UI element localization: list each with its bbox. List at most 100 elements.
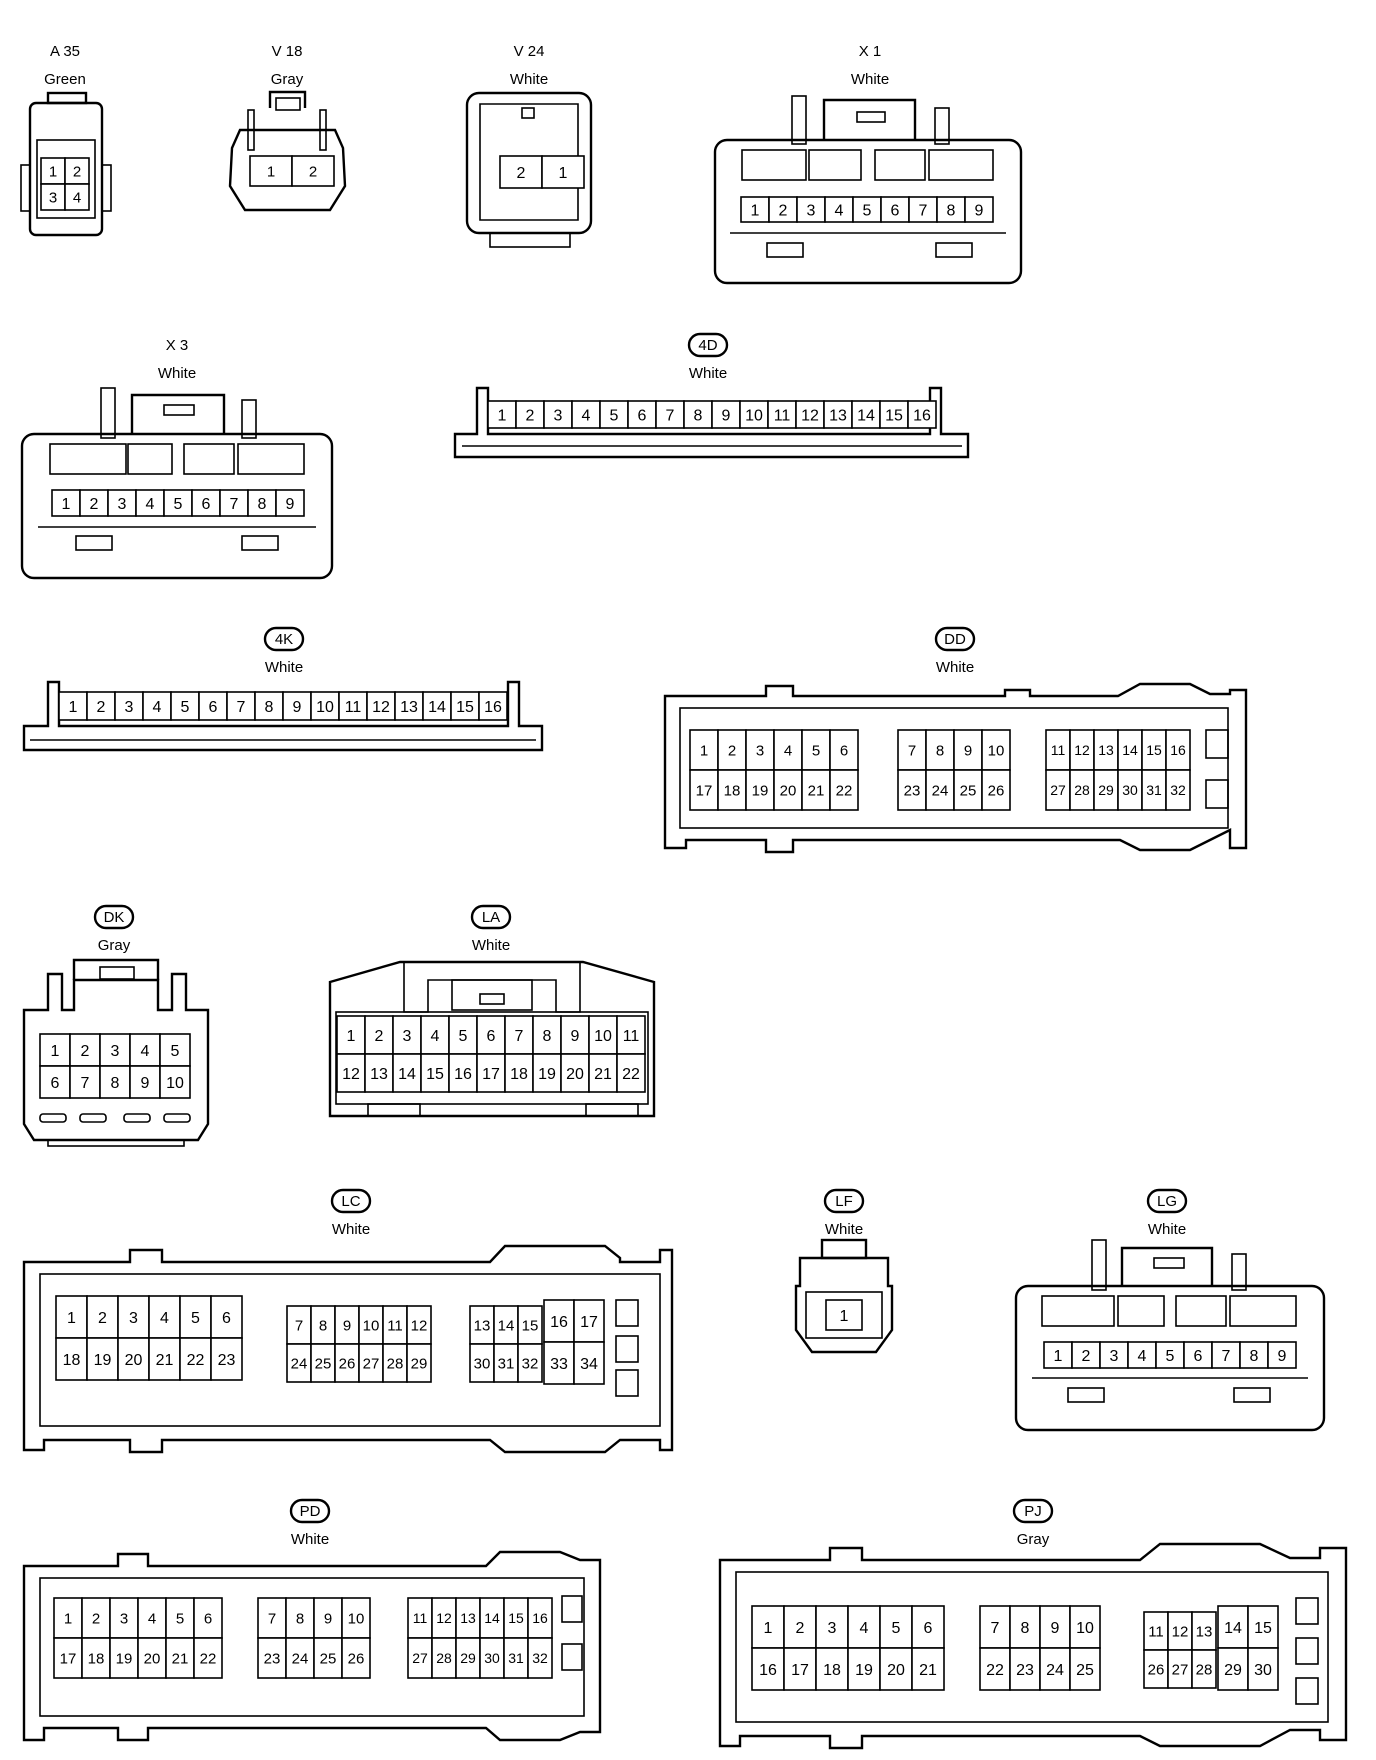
pin-cell bbox=[53, 1597, 83, 1639]
pin-cell bbox=[1039, 1605, 1071, 1649]
pin-number: 3 bbox=[807, 202, 816, 219]
pin-cell bbox=[689, 769, 719, 811]
pin-number: 13 bbox=[400, 699, 418, 716]
window bbox=[1175, 1295, 1227, 1327]
connector-code: DD bbox=[944, 631, 966, 648]
pin-cell bbox=[981, 769, 1011, 811]
connector-badge bbox=[934, 626, 976, 652]
pin-cell bbox=[1143, 1611, 1169, 1651]
pin-cell bbox=[829, 729, 859, 771]
pin-number: 31 bbox=[1146, 782, 1162, 798]
pin-number: 10 bbox=[988, 742, 1005, 759]
pin-number: 26 bbox=[339, 1355, 356, 1372]
pin-number: 6 bbox=[202, 496, 211, 513]
pin-number: 20 bbox=[566, 1066, 584, 1083]
connector-color: White bbox=[265, 659, 303, 676]
pin-number: 29 bbox=[1224, 1662, 1242, 1679]
post bbox=[1231, 1253, 1247, 1291]
pin-number: 30 bbox=[1254, 1662, 1272, 1679]
pin-cell bbox=[1143, 1649, 1169, 1689]
pin-number: 15 bbox=[522, 1317, 539, 1334]
pin-cell bbox=[795, 400, 825, 429]
pin-cell bbox=[1093, 769, 1119, 811]
inner-frame bbox=[735, 1571, 1329, 1723]
inner-frame bbox=[39, 1577, 585, 1717]
pin-number: 28 bbox=[436, 1650, 452, 1666]
pin-cell bbox=[81, 1637, 111, 1679]
housing bbox=[328, 960, 656, 1118]
pin-cell bbox=[527, 1637, 553, 1679]
pin-number: 9 bbox=[1278, 1348, 1287, 1365]
connector-badge bbox=[1146, 1188, 1188, 1214]
pin-number: 27 bbox=[363, 1355, 380, 1372]
pin-number: 31 bbox=[508, 1650, 524, 1666]
pin-number: 9 bbox=[571, 1028, 580, 1045]
latch bbox=[822, 98, 917, 140]
pin-number: 9 bbox=[964, 742, 972, 759]
latch-slot bbox=[163, 404, 195, 416]
pin-number: 6 bbox=[222, 1310, 231, 1327]
pin-cell bbox=[517, 1343, 543, 1383]
pin-cell bbox=[1069, 729, 1095, 771]
pin-cell bbox=[448, 1053, 478, 1093]
pin-number: 1 bbox=[559, 165, 568, 182]
connector-badge bbox=[330, 1188, 372, 1214]
connector-color: White bbox=[936, 659, 974, 676]
pin-cell bbox=[422, 691, 452, 721]
pin-number: 22 bbox=[187, 1352, 205, 1369]
latch bbox=[130, 393, 226, 434]
window bbox=[1117, 1295, 1165, 1327]
pin-number: 6 bbox=[924, 1620, 933, 1637]
pin-cell bbox=[1211, 1341, 1241, 1369]
pin-cell bbox=[573, 1341, 605, 1385]
pin-cell bbox=[1239, 1341, 1269, 1369]
pin-number: 22 bbox=[986, 1662, 1004, 1679]
pin-number: 11 bbox=[1148, 1623, 1164, 1640]
pin-cell bbox=[532, 1053, 562, 1093]
pin-number: 21 bbox=[156, 1352, 174, 1369]
pin-number: 5 bbox=[459, 1028, 468, 1045]
pin-number: 28 bbox=[1196, 1661, 1213, 1678]
pin-number: 28 bbox=[387, 1355, 404, 1372]
pin-cell bbox=[286, 1343, 312, 1383]
pin-number: 23 bbox=[218, 1352, 236, 1369]
connector-code: LC bbox=[341, 1193, 360, 1210]
latch-slot bbox=[99, 966, 135, 980]
pin-number: 6 bbox=[840, 742, 848, 759]
pin-cell bbox=[499, 155, 543, 189]
pin-number: 14 bbox=[398, 1066, 416, 1083]
lock-slot bbox=[1233, 1387, 1271, 1403]
connector-code: V 18 bbox=[272, 43, 303, 60]
pin-number: 7 bbox=[1222, 1348, 1231, 1365]
pin-number: 14 bbox=[428, 699, 446, 716]
pin-number: 26 bbox=[348, 1650, 365, 1667]
connector-color: Gray bbox=[271, 71, 304, 88]
pin-number: 11 bbox=[387, 1317, 403, 1334]
pin-number: 2 bbox=[517, 165, 526, 182]
pin-cell bbox=[51, 489, 81, 517]
connector-badge bbox=[1012, 1498, 1054, 1524]
pin-cell bbox=[469, 1343, 495, 1383]
pin-cell bbox=[392, 1053, 422, 1093]
pin-cell bbox=[1069, 1647, 1101, 1691]
pin-number: 16 bbox=[913, 407, 931, 424]
pin-number: 13 bbox=[1098, 742, 1114, 758]
pin-number: 2 bbox=[90, 496, 99, 513]
pin-cell bbox=[745, 769, 775, 811]
pin-cell bbox=[81, 1597, 111, 1639]
post bbox=[1091, 1239, 1107, 1291]
lock-slot bbox=[1067, 1387, 1105, 1403]
pin-number: 4 bbox=[1138, 1348, 1147, 1365]
connector-code: LF bbox=[835, 1193, 853, 1210]
pin-number: 12 bbox=[342, 1066, 360, 1083]
lock-slot bbox=[766, 242, 804, 258]
pin-number: 7 bbox=[295, 1317, 303, 1334]
pin-number: 3 bbox=[129, 1310, 138, 1327]
